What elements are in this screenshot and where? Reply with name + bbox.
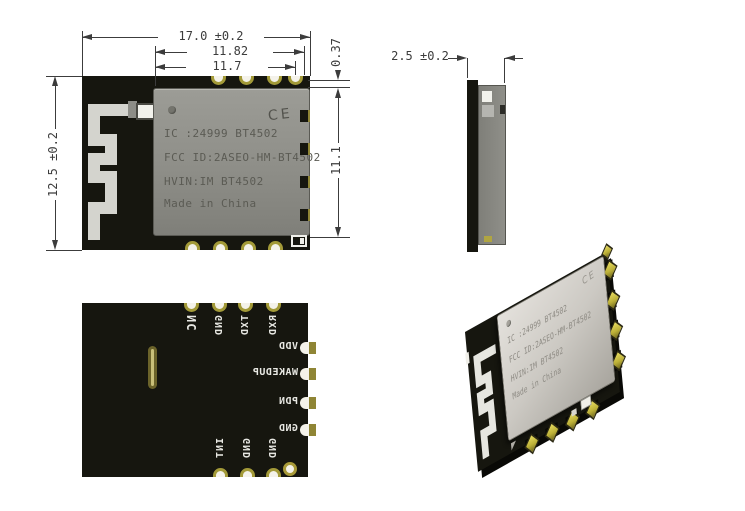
pad-gnd-b1 (240, 468, 255, 477)
castellation-notch (300, 110, 310, 122)
pin-label-int: INT (215, 438, 226, 460)
arrowhead (294, 49, 304, 55)
perspective-antenna-trace (473, 343, 497, 460)
arrowhead (335, 70, 341, 80)
solder-slot-inner (151, 349, 154, 386)
extension-line (308, 87, 350, 88)
pin1-marker (291, 235, 307, 247)
side-view-pcb (467, 80, 478, 252)
perspective-rivet-dot (506, 318, 512, 328)
pad-pdn (300, 397, 316, 409)
shield-marking-line3: HVIN:IM BT4502 (164, 175, 264, 188)
arrowhead (52, 240, 58, 250)
side-component-white (482, 91, 492, 102)
arrowhead (335, 88, 341, 98)
pad-gold (309, 368, 316, 380)
pad-gold (309, 397, 316, 409)
extension-line (304, 46, 305, 75)
pin1-marker-inner (300, 238, 304, 244)
arrowhead (335, 227, 341, 237)
pin-label-gnd-b2: GND (268, 438, 279, 460)
pad-txd (238, 303, 253, 312)
solder-slot (148, 346, 157, 389)
extension-line (310, 31, 311, 76)
pin-label-pdn: PDN (278, 396, 298, 407)
extension-line (46, 250, 82, 251)
castellation-pad (239, 76, 254, 85)
shield-marking-line4: Made in China (164, 197, 257, 210)
pad-gold (309, 342, 316, 354)
pad-face (300, 424, 309, 436)
extension-line (308, 80, 350, 81)
antenna-feed-bracket (128, 101, 137, 118)
ce-mark: CE (267, 105, 294, 125)
castellation-pad (241, 241, 256, 250)
arrowhead (155, 49, 165, 55)
arrowhead (155, 64, 165, 70)
perspective-view: CE IC :24999 BT4502 FCC ID:2ASEO-HM-BT45… (465, 243, 627, 472)
pad-rxd (266, 303, 281, 312)
bottom-view-pcb (82, 303, 308, 477)
side-notch (500, 105, 505, 114)
shield-rivet-dot (168, 106, 176, 114)
dim-width-shield: 11.82 (187, 45, 273, 58)
castellation-pad (267, 76, 282, 85)
side-view-shield (478, 85, 506, 245)
dim-pad-offset: 0.37 (329, 35, 343, 70)
pad-vdd (300, 342, 316, 354)
pad-nc (184, 303, 199, 312)
arrowhead (52, 76, 58, 86)
fiducial-donut (283, 462, 297, 476)
castellation-notch (300, 176, 310, 188)
pin-label-wakedup: WAKEDUP (252, 367, 298, 378)
castellation-pad (185, 241, 200, 250)
dim-width-total: 17.0 ±0.2 (158, 30, 264, 43)
pin-label-gnd-b1: GND (242, 438, 253, 460)
shield-marking-line2: FCC ID:2ASEO-HM-BT4502 (164, 151, 321, 164)
castellation-pad (211, 76, 226, 85)
perspective-shield: CE IC :24999 BT4502 FCC ID:2ASEO-HM-BT45… (496, 255, 616, 442)
dim-shield-height: 11.1 (329, 143, 343, 178)
pad-gnd-right (300, 424, 316, 436)
pad-gnd (212, 303, 227, 312)
pad-face (300, 397, 309, 409)
shield-marking-line1: IC :24999 BT4502 (164, 127, 278, 140)
extension-line (46, 76, 82, 77)
arrowhead (457, 55, 467, 61)
extension-line (82, 31, 83, 76)
arrowhead (82, 34, 92, 40)
dim-thickness: 2.5 ±0.2 (391, 49, 449, 63)
extension-line (310, 237, 350, 238)
pin-label-nc: NC (185, 315, 199, 332)
pad-face (300, 342, 309, 354)
castellation-pad (288, 76, 303, 85)
pad-wakedup (300, 368, 316, 380)
extension-line (504, 58, 505, 83)
castellation-notch (300, 209, 310, 221)
extension-line (467, 58, 468, 78)
arrowhead (285, 64, 295, 70)
castellation-pad (268, 241, 283, 250)
pin-label-gnd-right: GND (278, 423, 298, 434)
pad-int (213, 468, 228, 477)
side-gold-pad (484, 236, 492, 242)
antenna-trace (88, 104, 129, 240)
castellation-notch (300, 143, 310, 155)
extension-line (295, 61, 296, 75)
pad-gold (309, 424, 316, 436)
side-component-light (482, 105, 494, 117)
perspective-ce-mark: CE (581, 267, 597, 289)
dim-width-inner: 11.7 (186, 60, 268, 73)
pad-gnd-b2 (266, 468, 281, 477)
dim-height-total: 12.5 ±0.2 (46, 128, 60, 200)
dimension-line (448, 58, 460, 59)
arrowhead (505, 55, 515, 61)
castellation-pad (213, 241, 228, 250)
arrowhead (300, 34, 310, 40)
rf-shield: CE IC :24999 BT4502 FCC ID:2ASEO-HM-BT45… (153, 88, 320, 236)
pad-face (300, 368, 309, 380)
pin-label-vdd: VDD (278, 341, 298, 352)
